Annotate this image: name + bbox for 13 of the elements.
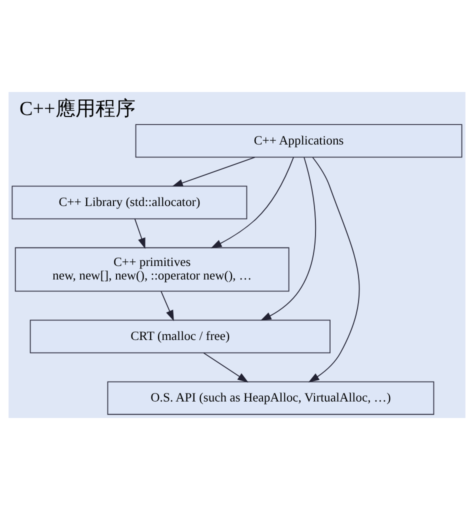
arrow xyxy=(172,156,256,186)
node-box: C++ Library (std::allocator) xyxy=(12,185,248,219)
arrow xyxy=(134,218,146,248)
node-box: O.S. API (such as HeapAlloc, VirtualAlloc, …) xyxy=(107,380,434,414)
arrow xyxy=(210,156,294,248)
arrow xyxy=(260,156,316,320)
arrow xyxy=(160,290,174,321)
node-box: C++ Applications xyxy=(135,124,462,158)
node-box: CRT (malloc / free) xyxy=(30,319,330,353)
diagram-title: C++應用程序 xyxy=(20,98,136,120)
node-box: C++ primitives new, new[], new(), ::operator new(), … xyxy=(14,246,290,292)
arrow xyxy=(308,156,360,382)
arrow xyxy=(203,352,248,382)
